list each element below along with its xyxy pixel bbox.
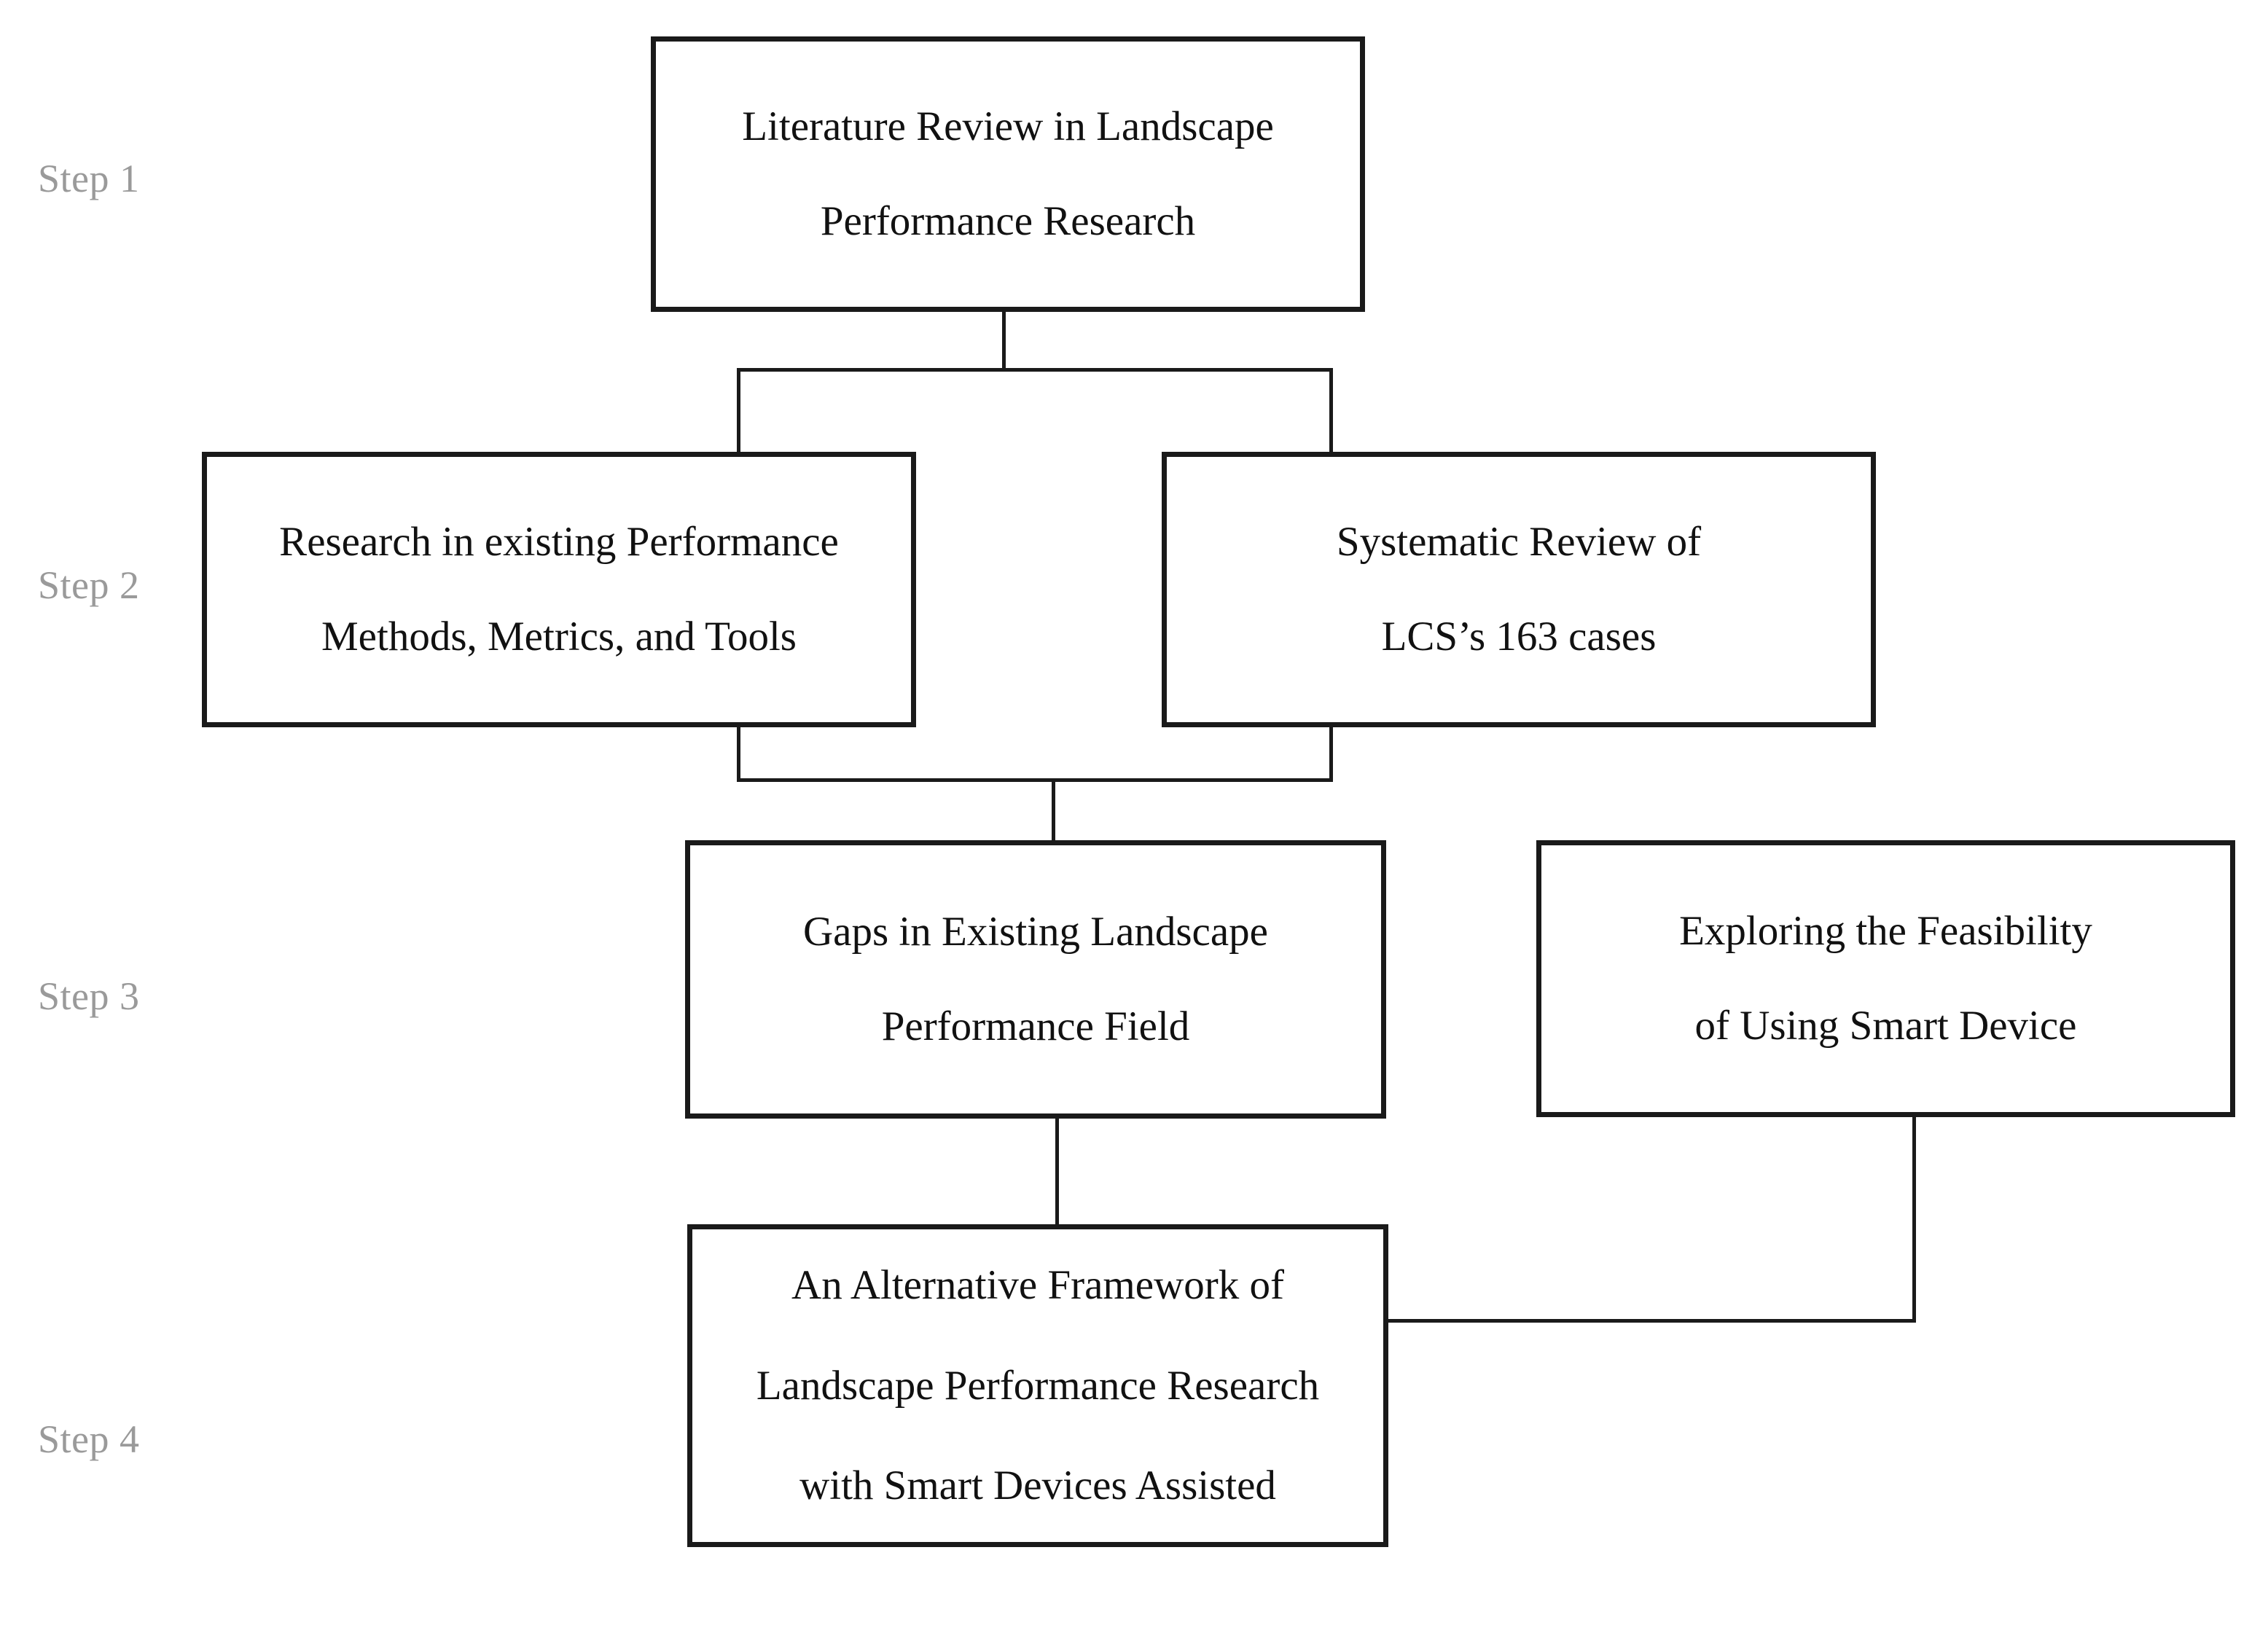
node-existing-performance-line-2: Methods, Metrics, and Tools (321, 614, 797, 659)
step-label-2: Step 2 (38, 563, 140, 607)
connector-step1-to-existing-performance (737, 368, 740, 455)
node-systematic-review-line-2: LCS’s 163 cases (1381, 614, 1657, 659)
connector-step1-stub (1002, 310, 1006, 371)
node-alternative-framework-line-3: with Smart Devices Assisted (799, 1463, 1276, 1509)
connector-systematic-review-down (1329, 724, 1333, 782)
connector-step1-to-systematic-review (1329, 368, 1333, 455)
connector-step2-to-gaps (1052, 778, 1055, 845)
node-systematic-review-line-1: Systematic Review of (1336, 519, 1702, 565)
node-literature-review-line-1: Literature Review in Landscape (742, 103, 1274, 150)
connector-step1-split-bar (737, 368, 1333, 372)
connector-gaps-to-framework (1055, 1116, 1059, 1229)
node-gaps[interactable]: Gaps in Existing Landscape Performance F… (685, 840, 1386, 1119)
node-alternative-framework-line-2: Landscape Performance Research (756, 1362, 1320, 1409)
node-alternative-framework-line-1: An Alternative Framework of (791, 1261, 1284, 1308)
node-existing-performance[interactable]: Research in existing Performance Methods… (202, 452, 916, 727)
step-label-1: Step 1 (38, 157, 140, 200)
step-label-4: Step 4 (38, 1417, 140, 1461)
connector-feasibility-to-framework (1385, 1319, 1916, 1323)
node-feasibility-line-2: of Using Smart Device (1694, 1003, 2077, 1049)
node-feasibility[interactable]: Exploring the Feasibility of Using Smart… (1536, 840, 2235, 1117)
connector-existing-performance-down (737, 724, 740, 782)
node-feasibility-line-1: Exploring the Feasibility (1679, 908, 2092, 955)
node-gaps-line-2: Performance Field (881, 1003, 1190, 1049)
node-gaps-line-1: Gaps in Existing Landscape (803, 909, 1268, 955)
node-literature-review[interactable]: Literature Review in Landscape Performan… (651, 36, 1365, 312)
node-systematic-review[interactable]: Systematic Review of LCS’s 163 cases (1162, 452, 1876, 727)
node-existing-performance-line-1: Research in existing Performance (279, 519, 839, 565)
connector-step2-merge-bar (737, 778, 1333, 782)
step-label-3: Step 3 (38, 974, 140, 1018)
connector-feasibility-down (1912, 1114, 1916, 1322)
node-alternative-framework[interactable]: An Alternative Framework of Landscape Pe… (687, 1224, 1388, 1547)
node-literature-review-line-2: Performance Research (820, 198, 1196, 244)
